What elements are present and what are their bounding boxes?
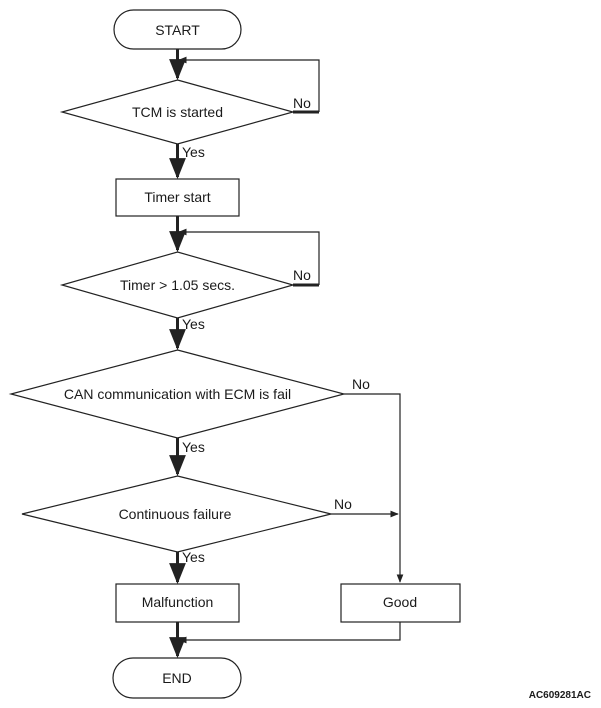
malfunction-label: Malfunction: [142, 594, 214, 610]
connector-tcm-no-loop-return: [178, 56, 320, 112]
can-fail-label: CAN communication with ECM is fail: [64, 386, 291, 402]
can-yes-label: Yes: [182, 439, 205, 455]
end-label: END: [162, 670, 192, 686]
connector-timer-no-loop-return: [178, 228, 320, 285]
malfunction-process: [115, 583, 240, 623]
good-process: [340, 583, 461, 623]
end-terminal: [112, 657, 242, 699]
cont-no-label: No: [334, 496, 352, 512]
tcm-no-label: No: [293, 95, 311, 111]
can-no-label: No: [352, 376, 370, 392]
connector-good-merge: [178, 622, 401, 644]
continuous-failure-label: Continuous failure: [119, 506, 232, 522]
cont-yes-label: Yes: [182, 549, 205, 565]
connector-can-no: [344, 393, 404, 583]
good-label: Good: [383, 594, 417, 610]
tcm-yes-label: Yes: [182, 144, 205, 160]
timer-no-label: No: [293, 267, 311, 283]
timer-yes-label: Yes: [182, 316, 205, 332]
tcm-started-label: TCM is started: [132, 104, 223, 120]
timer-start-label: Timer start: [144, 189, 210, 205]
figure-code: AC609281AC: [529, 690, 591, 701]
start-label: START: [155, 22, 200, 38]
timer-check-label: Timer > 1.05 secs.: [120, 277, 235, 293]
